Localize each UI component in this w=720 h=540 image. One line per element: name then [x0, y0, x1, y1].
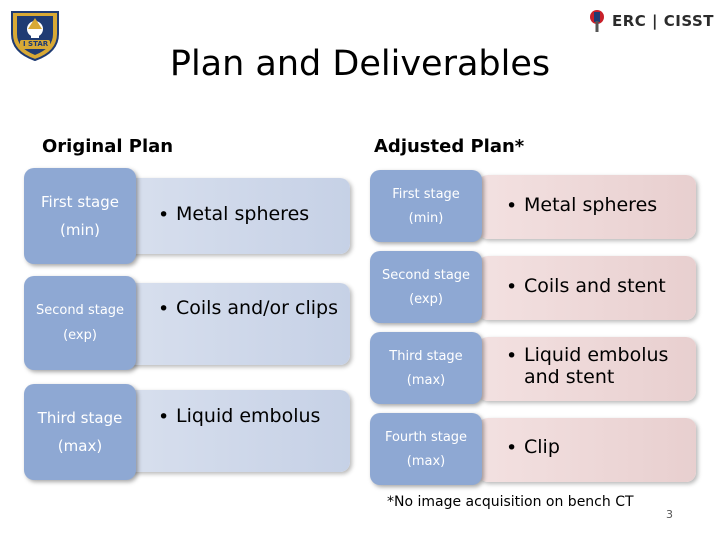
list-item: [478, 175, 696, 239]
bullet-glyph: •: [158, 406, 170, 428]
deliverable-text: • Liquid embolus and stent: [506, 344, 669, 388]
stage-box: Third stage (max): [370, 332, 482, 404]
stage-detail: (max): [406, 372, 446, 388]
stage-box: Third stage (max): [24, 384, 136, 480]
stage-box: First stage (min): [24, 168, 136, 264]
deliverable-text: • Liquid embolus: [158, 405, 321, 428]
bullet-glyph: •: [158, 204, 170, 226]
stage-label: Third stage: [37, 409, 123, 427]
list-item: [478, 256, 696, 320]
deliverable-text: • Metal spheres: [506, 194, 658, 217]
stage-detail: (exp): [63, 328, 97, 343]
stage-detail: (min): [60, 221, 100, 239]
deliverable-text: • Coils and/or clips: [158, 297, 338, 320]
original-plan-heading: Original Plan: [42, 136, 174, 157]
stage-label: Fourth stage: [384, 429, 468, 445]
stage-detail: (max): [406, 453, 446, 469]
stage-detail: (min): [408, 210, 444, 226]
logo-text: I STAR: [23, 40, 49, 48]
istar-logo: I STAR: [6, 4, 64, 62]
stage-detail: (exp): [409, 291, 443, 307]
stage-box: Fourth stage (max): [370, 413, 482, 485]
footnote: *No image acquisition on bench CT: [387, 494, 634, 510]
deliverable-text: • Metal spheres: [158, 203, 310, 226]
bullet-glyph: •: [506, 437, 518, 459]
stage-box: First stage (min): [370, 170, 482, 242]
stage-label: Second stage: [381, 267, 471, 283]
stage-label: Second stage: [35, 303, 125, 318]
stage-label: First stage: [392, 186, 460, 202]
stage-label: First stage: [41, 193, 119, 211]
list-item: [478, 337, 696, 401]
stage-box: Second stage (exp): [370, 251, 482, 323]
page-title: Plan and Deliverables: [169, 44, 551, 84]
bullet-glyph: •: [158, 298, 170, 320]
stage-label: Third stage: [389, 348, 463, 364]
adjusted-plan-heading: Adjusted Plan*: [374, 136, 525, 157]
logo-text: ERC | CISST: [612, 12, 714, 30]
shield-logo-icon: [11, 11, 59, 62]
stage-box: Second stage (exp): [24, 276, 136, 370]
erc-cisst-logo: ERC | CISST: [588, 8, 714, 34]
bullet-glyph: •: [506, 195, 518, 217]
bullet-glyph: •: [506, 345, 518, 367]
page-number: 3: [666, 508, 673, 521]
list-item: [478, 418, 696, 482]
bullet-glyph: •: [506, 276, 518, 298]
deliverable-text: • Coils and stent: [506, 275, 666, 298]
stage-detail: (max): [57, 437, 103, 455]
erc-logo-icon: [590, 10, 604, 32]
deliverable-text: • Clip: [506, 436, 560, 459]
